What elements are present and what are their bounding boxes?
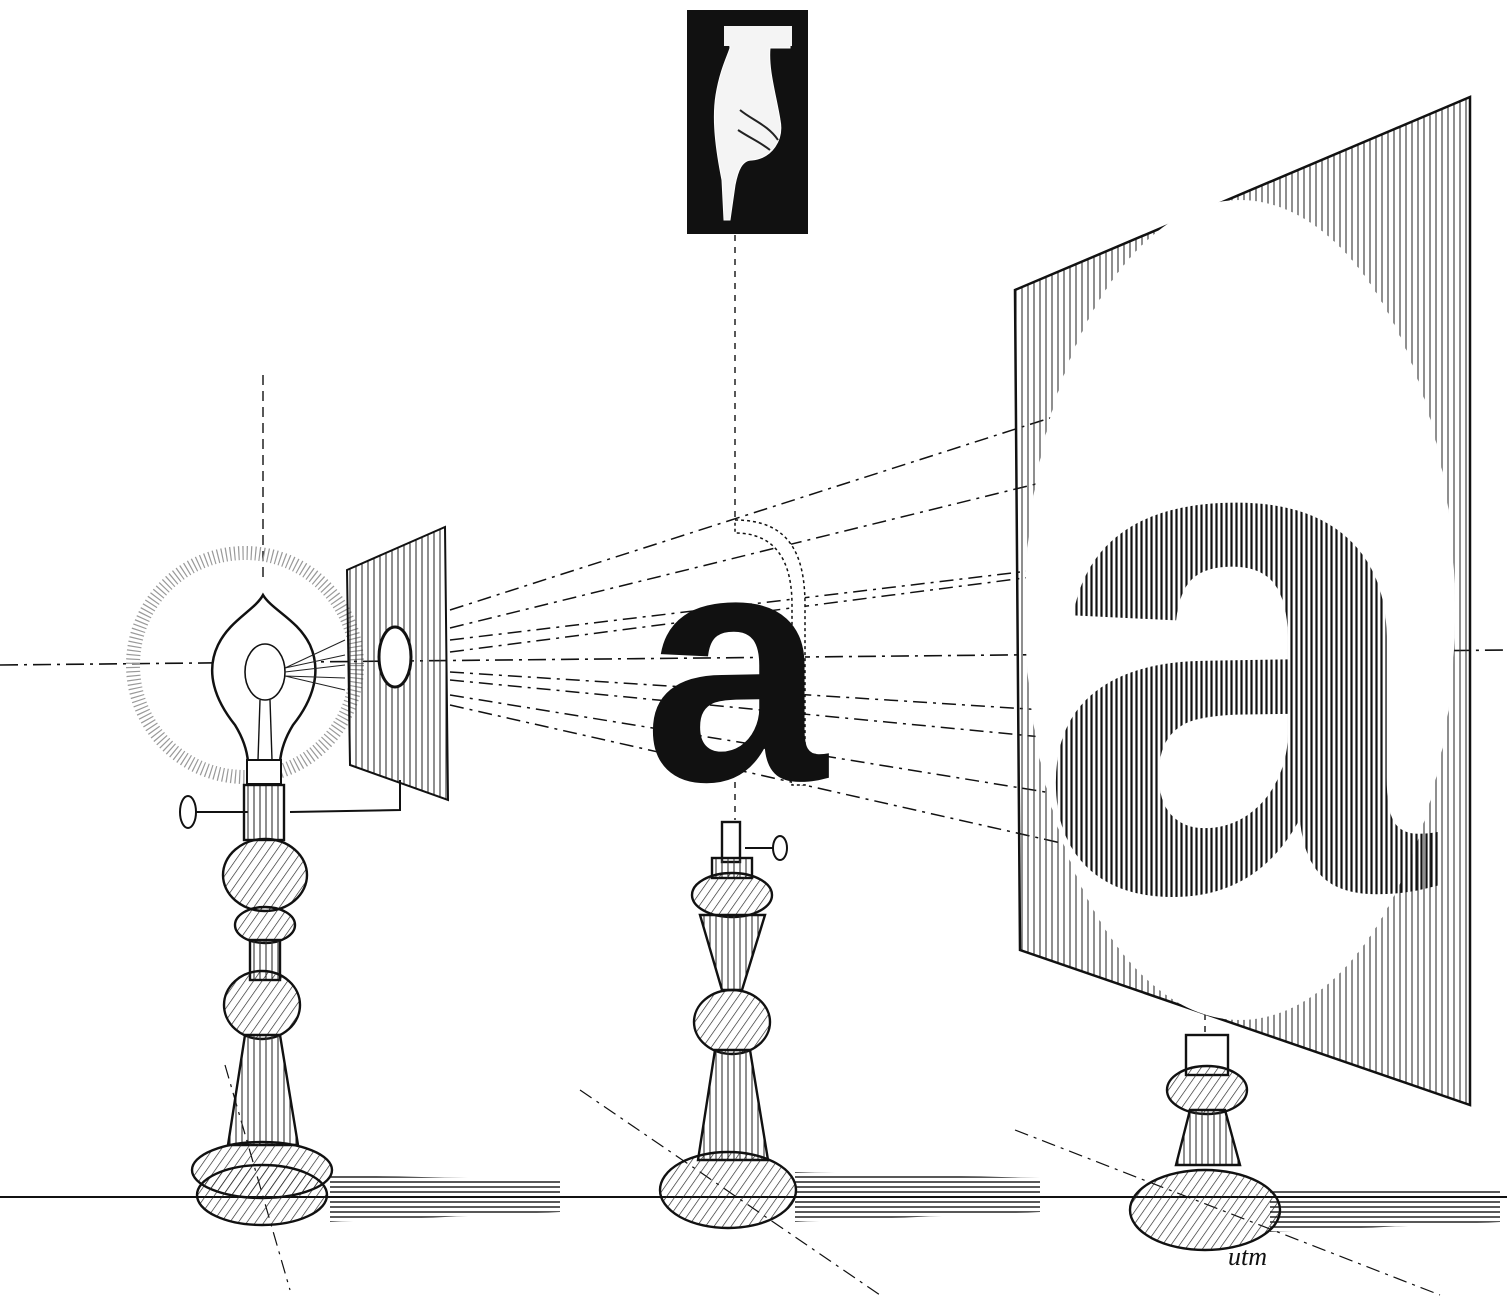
object-letter: a [643,481,829,850]
letter-stand-shadow [795,1172,1040,1222]
light-bulb-icon [212,595,345,784]
projection-screen: a [1015,97,1470,1105]
object-letter-glyph: a [643,481,829,850]
letter-stand [660,822,796,1228]
screen-stand [1130,1035,1280,1250]
artist-signature: utm [1228,1242,1267,1271]
projected-letter-glyph: a [1035,238,1440,1043]
screen-stand-shadow [1270,1188,1500,1232]
pointing-hand-icon [687,10,808,234]
bulb-stand-shadow [330,1175,560,1222]
bulb-stand [192,785,332,1225]
